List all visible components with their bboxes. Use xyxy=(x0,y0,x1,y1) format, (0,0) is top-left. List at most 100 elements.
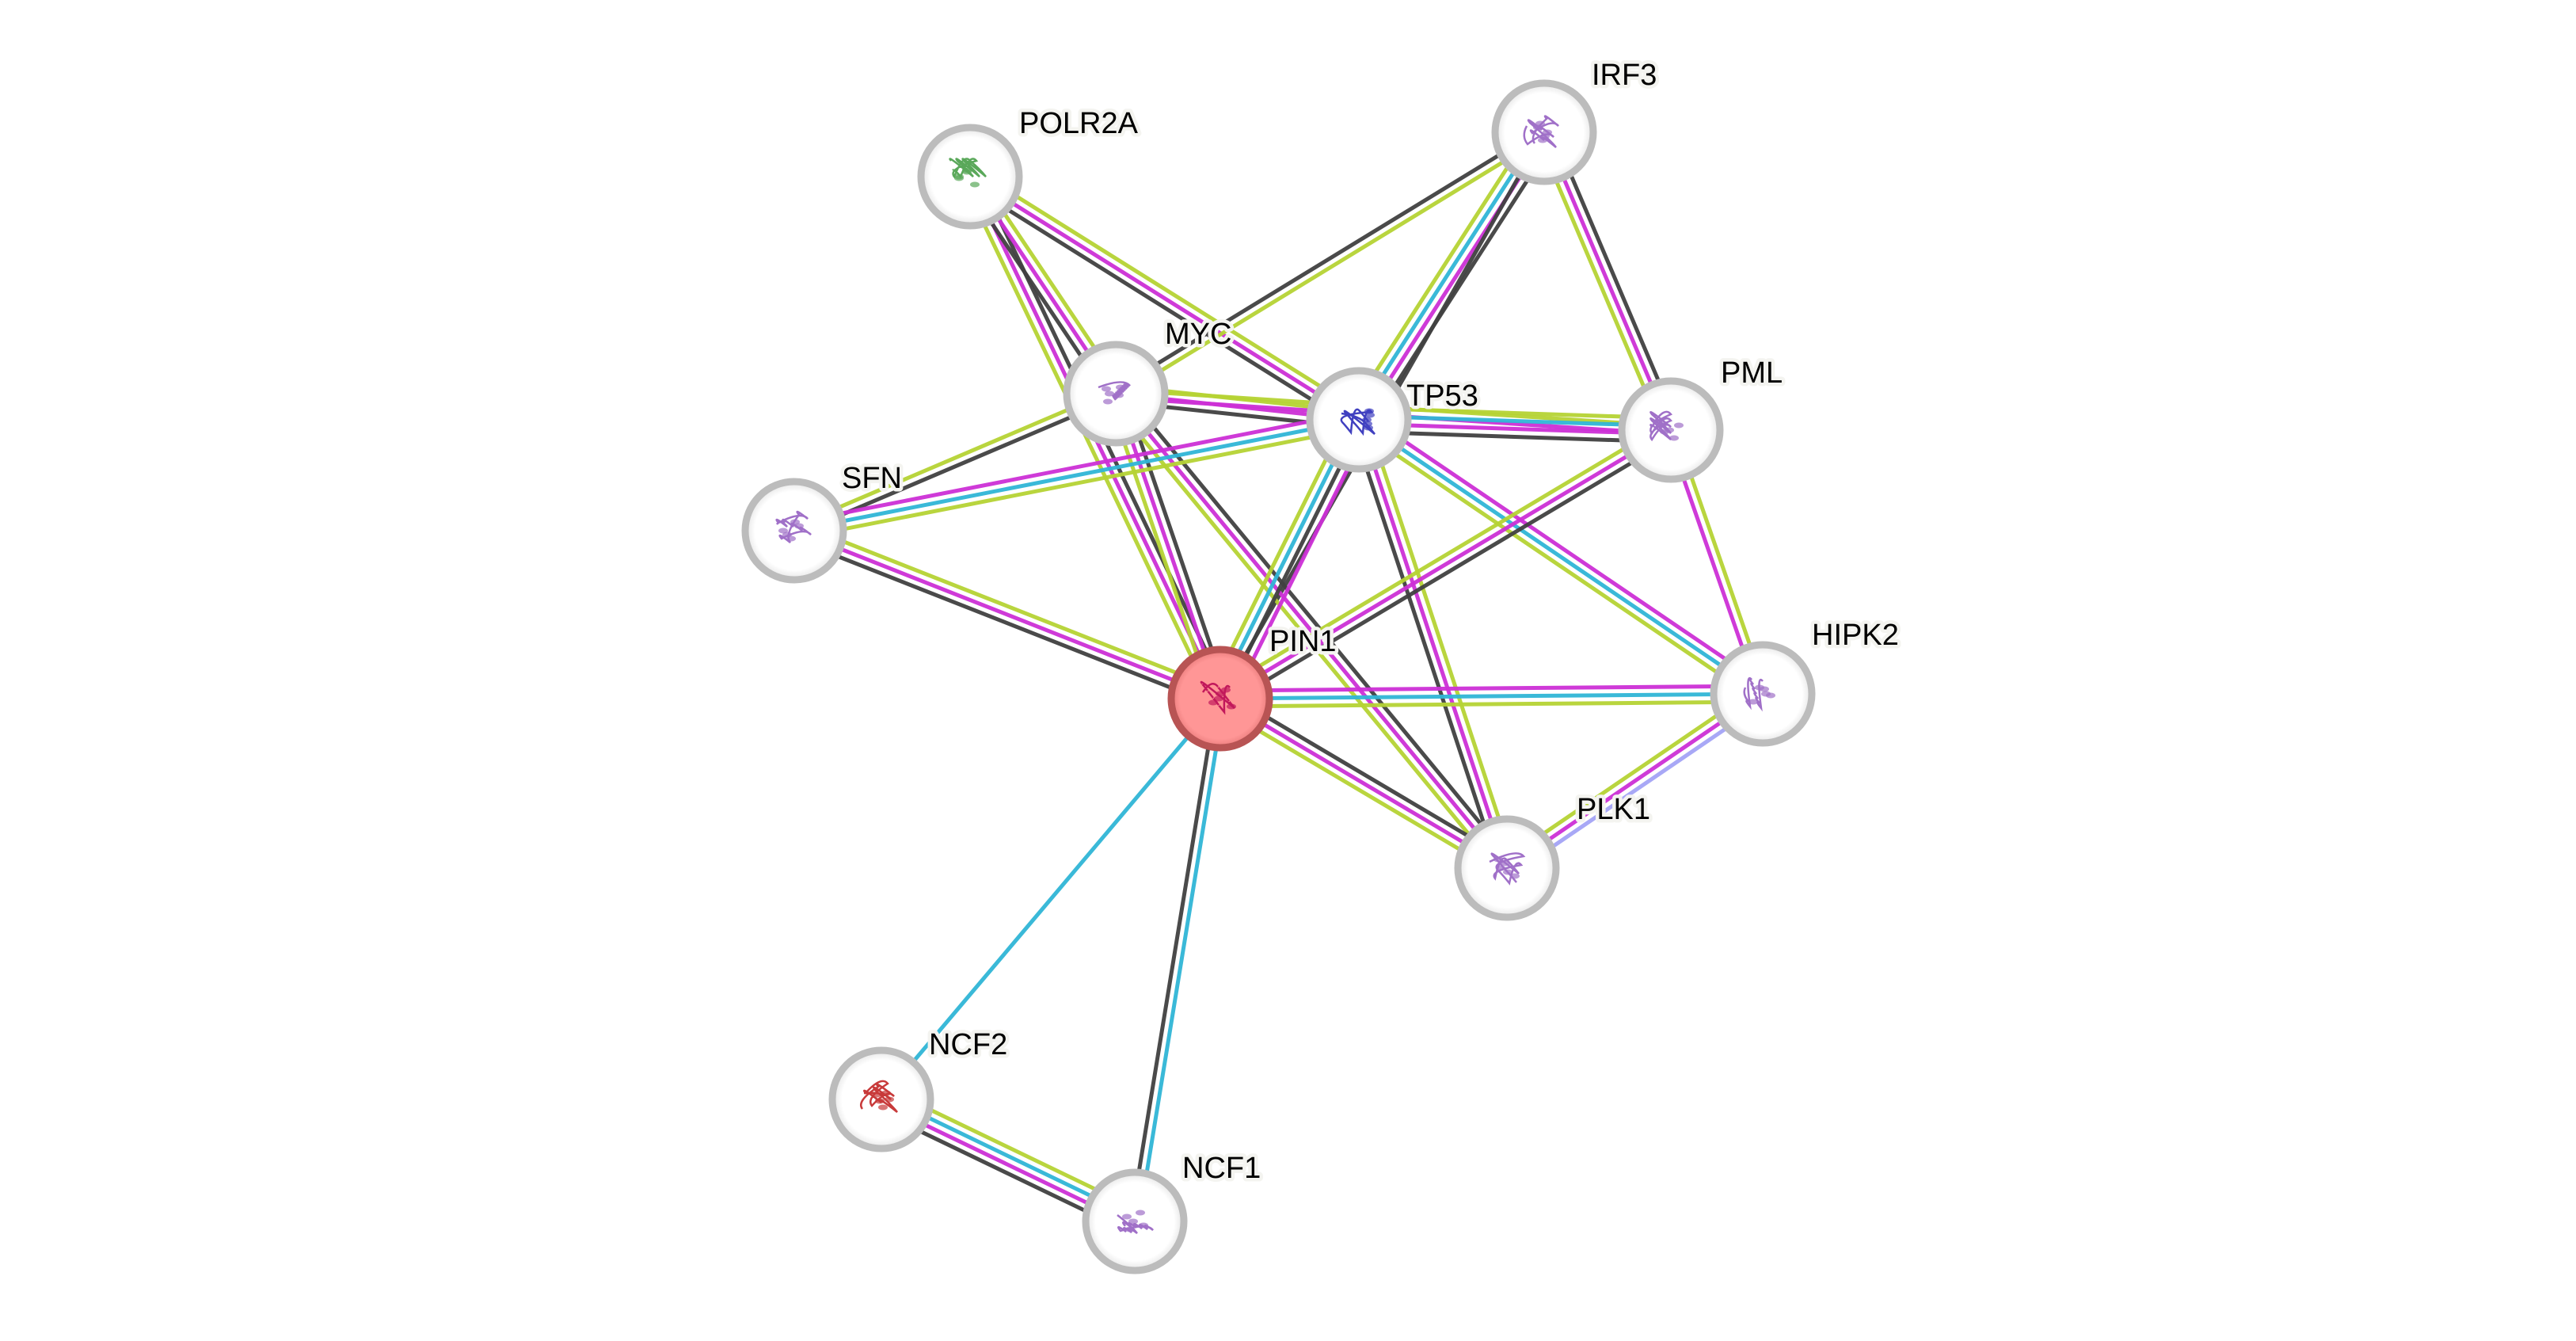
structure-helix xyxy=(1535,120,1545,127)
structure-helix xyxy=(1493,856,1503,863)
edge-tp53-sfn[interactable] xyxy=(792,410,1361,541)
structure-helix xyxy=(1114,392,1124,398)
edge-myc-pin1[interactable] xyxy=(1106,390,1230,703)
node-myc[interactable]: MYC xyxy=(1063,314,1235,447)
node-circle[interactable] xyxy=(741,478,847,584)
edge-line-experiments xyxy=(968,174,1360,422)
node-circle[interactable] xyxy=(1306,367,1412,473)
edge-pin1-hipk2[interactable] xyxy=(1220,684,1764,709)
protein-structure-icon xyxy=(1649,410,1684,442)
edge-tp53-plk1[interactable] xyxy=(1349,417,1516,871)
edge-line-coexpression xyxy=(1223,435,1676,707)
edge-line-coexpression xyxy=(1128,697,1219,1221)
edge-line-coexpression xyxy=(1121,390,1230,697)
edge-line-textmining xyxy=(1117,134,1547,399)
structure-helix xyxy=(872,1091,881,1098)
structure-trace xyxy=(949,158,987,179)
structure-helix xyxy=(1122,1213,1132,1220)
edge-line-textmining xyxy=(972,168,1364,415)
protein-structure-icon xyxy=(1098,381,1131,405)
edge-line-experiments xyxy=(1356,419,1509,869)
node-ncf2[interactable]: NCF2 xyxy=(828,1025,1011,1152)
edge-line-experiments xyxy=(1542,131,1673,431)
node-label: HIPK2 xyxy=(1812,619,1899,652)
structure-helix xyxy=(790,519,800,525)
edge-line-databases xyxy=(1136,699,1227,1223)
structure-helix xyxy=(881,1090,891,1096)
node-label: POLR2A xyxy=(1019,107,1139,140)
node-circle[interactable] xyxy=(917,124,1023,230)
edge-line-textmining xyxy=(792,388,1116,529)
edge-line-textmining xyxy=(1364,417,1516,867)
structure-helix xyxy=(962,167,972,173)
structure-helix xyxy=(1669,435,1679,441)
node-pin1[interactable]: PIN1 xyxy=(1167,622,1340,752)
node-label: IRF3 xyxy=(1592,59,1657,92)
structure-helix xyxy=(1674,422,1684,429)
edge-line-databases xyxy=(1357,417,1764,696)
edge-line-coexpression xyxy=(965,181,1356,429)
edge-line-textmining xyxy=(961,179,1216,703)
edge-line-textmining xyxy=(1220,699,1764,709)
node-polr2a[interactable]: POLR2A xyxy=(917,104,1142,230)
edge-polr2a-tp53[interactable] xyxy=(965,168,1364,429)
edge-line-textmining xyxy=(1106,395,1215,703)
structure-helix xyxy=(1362,417,1372,423)
structure-helix xyxy=(1128,1218,1138,1225)
edges-layer xyxy=(790,124,1769,1234)
edge-line-textmining xyxy=(795,425,1361,541)
edge-line-textmining xyxy=(796,521,1224,694)
edge-line-coexpression xyxy=(1223,690,1512,863)
structure-helix xyxy=(1227,703,1236,710)
structure-helix xyxy=(885,1096,894,1103)
edge-myc-plk1[interactable] xyxy=(1108,387,1515,874)
protein-structure-icon xyxy=(1117,1210,1154,1235)
edge-line-coexpression xyxy=(1549,128,1680,429)
edge-line-coexpression xyxy=(1349,421,1501,871)
structure-helix xyxy=(1208,699,1218,706)
edge-line-coexpression xyxy=(790,535,1219,708)
edge-line-coexpression xyxy=(1367,137,1556,428)
protein-structure-icon xyxy=(860,1080,898,1113)
edge-irf3-myc[interactable] xyxy=(1113,127,1547,399)
structure-helix xyxy=(1139,1222,1148,1229)
edge-pin1-ncf2[interactable] xyxy=(880,697,1222,1101)
edge-line-experiments xyxy=(1114,392,1509,870)
edge-line-textmining xyxy=(1208,413,1350,695)
edge-line-experiments xyxy=(1113,393,1223,699)
node-sfn[interactable]: SFN xyxy=(741,459,906,584)
edge-line-textmining xyxy=(1353,425,1760,703)
edge-line-databases xyxy=(1353,128,1543,419)
protein-structure-icon xyxy=(1489,852,1526,886)
edge-line-databases xyxy=(880,697,1222,1101)
structure-helix xyxy=(1496,865,1505,871)
node-label: PLK1 xyxy=(1577,793,1650,826)
edge-pml-pin1[interactable] xyxy=(1215,421,1676,707)
structure-helix xyxy=(1543,129,1552,135)
structure-helix xyxy=(1136,1210,1145,1216)
node-irf3[interactable]: IRF3 xyxy=(1491,55,1661,185)
structure-helix xyxy=(1755,684,1764,691)
structure-trace xyxy=(860,1080,898,1113)
node-label: PIN1 xyxy=(1269,625,1336,658)
structure-helix xyxy=(1221,687,1231,693)
edge-pin1-plk1[interactable] xyxy=(1215,690,1512,877)
structure-helix xyxy=(1125,1226,1135,1232)
edge-sfn-pin1[interactable] xyxy=(790,521,1224,708)
node-label: NCF1 xyxy=(1182,1152,1261,1185)
node-tp53[interactable]: TP53 xyxy=(1306,367,1482,473)
structure-helix xyxy=(1102,386,1111,392)
node-plk1[interactable]: PLK1 xyxy=(1454,790,1653,921)
edge-irf3-pml[interactable] xyxy=(1535,128,1680,434)
structure-helix xyxy=(778,528,788,534)
edge-line-textmining xyxy=(1215,703,1505,877)
edge-tp53-hipk2[interactable] xyxy=(1353,411,1769,703)
node-hipk2[interactable]: HIPK2 xyxy=(1710,615,1902,747)
protein-structure-icon xyxy=(1523,115,1559,148)
edge-pin1-ncf1[interactable] xyxy=(1128,697,1227,1223)
structure-helix xyxy=(970,181,980,188)
node-pml[interactable]: PML xyxy=(1618,353,1786,483)
node-ncf1[interactable]: NCF1 xyxy=(1082,1149,1265,1274)
structure-helix xyxy=(1103,398,1113,405)
edge-line-textmining xyxy=(1108,397,1503,874)
